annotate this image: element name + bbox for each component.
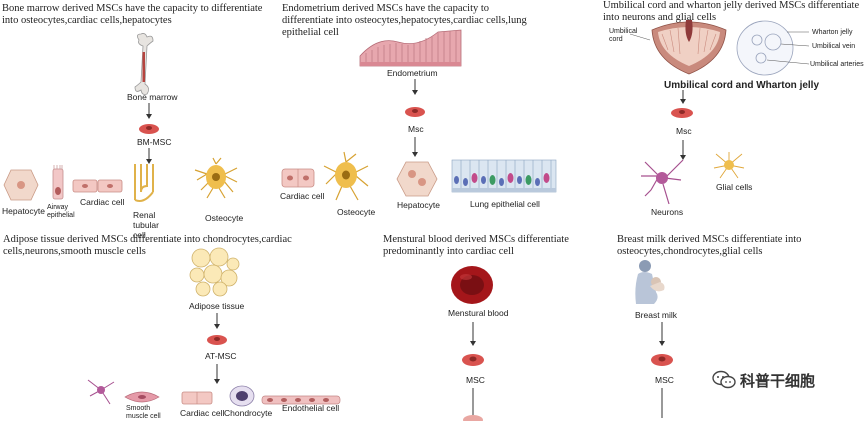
bm-osteocyte-cell <box>194 157 238 199</box>
menstrual-label: Menstural blood <box>448 308 509 318</box>
glial-label: Glial cells <box>716 182 753 192</box>
bone-marrow-heading: Bone marrow derived MSCs have the capaci… <box>2 3 263 26</box>
bm-renal-label: Renal tubular cell <box>133 210 159 240</box>
bm-airway-label: Airway epithelial <box>47 204 75 219</box>
adipose-label: Adipose tissue <box>189 301 245 311</box>
lung-epithelial-label: Lung epithelial cell <box>470 199 540 209</box>
wharton-jelly-icon <box>736 20 810 76</box>
endo-msc-cell <box>405 107 425 117</box>
neuron-cell <box>641 159 684 205</box>
endo-osteocyte-label: Osteocyte <box>337 207 376 217</box>
endometrium-heading: Endometrium derived MSCs have the capaci… <box>282 3 527 38</box>
breast-milk-heading: Breast milk derived MSCs differentiate i… <box>617 234 802 257</box>
adi-msc-label: AT-MSC <box>205 351 237 361</box>
bm-osteocyte-label: Osteocyte <box>205 213 244 223</box>
endothelial-label: Endothelial cell <box>282 403 340 413</box>
endometrium-label: Endometrium <box>387 68 438 78</box>
men-msc-cell <box>462 354 484 366</box>
men-msc-label: MSC <box>466 375 485 385</box>
umbilical-source-label: Umbilical cord and Wharton jelly <box>664 80 820 91</box>
umb-msc-label: Msc <box>676 126 692 136</box>
arrow-endo-2 <box>412 137 418 157</box>
men-next-cell-partial <box>463 415 483 421</box>
adipose-heading: Adipose tissue derived MSCs differentiat… <box>3 234 292 257</box>
breast-milk-icon <box>635 260 665 304</box>
umbilical-heading: Umbilical cord and wharton jelly derived… <box>603 0 860 23</box>
adipose-tissue-icon <box>189 247 240 297</box>
menstrual-heading: Menstural blood derived MSCs differentia… <box>383 234 569 257</box>
bmk-msc-label: MSC <box>655 375 674 385</box>
hepatocyte-cell <box>3 169 39 201</box>
lung-epithelial-cells <box>451 159 557 193</box>
arrow-men-1 <box>470 322 476 346</box>
endo-cardiac-cell <box>281 168 315 188</box>
airway-epithelial-cell <box>52 165 64 200</box>
bone-marrow-label: Bone marrow <box>127 92 178 102</box>
endo-msc-label: Msc <box>408 124 424 134</box>
watermark-text: 科普干细胞 <box>740 372 816 390</box>
arrow-umb-1 <box>680 90 686 104</box>
endo-hepatocyte-label: Hepatocyte <box>397 200 440 210</box>
arrow-bmk-1 <box>659 322 665 346</box>
arrow-bm-1 <box>146 103 152 119</box>
umbilical-cord-icon <box>651 20 727 75</box>
bm-cardiac-cell <box>72 179 123 193</box>
arrow-umb-2 <box>680 140 686 160</box>
inset-umbilical-arteries-label: Umbilical arteries <box>810 61 864 68</box>
arrow-bm-2 <box>146 148 152 164</box>
endothelial-cells <box>261 395 341 405</box>
bmk-msc-cell <box>651 354 673 366</box>
endo-cardiac-label: Cardiac cell <box>280 191 325 201</box>
arrow-adi-2 <box>214 364 220 384</box>
wechat-icon <box>712 370 736 389</box>
adi-cardiac-cell <box>181 391 213 405</box>
bm-cardiac-label: Cardiac cell <box>80 197 125 207</box>
breast-milk-label: Breast milk <box>635 310 678 320</box>
umbilical-leader-lines <box>629 33 651 41</box>
smooth-muscle-cell <box>124 391 160 403</box>
arrow-endo-1 <box>412 79 418 95</box>
blood-cell-icon <box>451 266 493 304</box>
arrow-bmk-2 <box>661 388 663 418</box>
glial-cell <box>713 152 745 179</box>
renal-tubular-cell <box>134 164 154 202</box>
endo-osteocyte-cell <box>323 151 369 201</box>
endo-hepatocyte-cell <box>396 161 438 197</box>
inset-umbilical-vein-label: Umbilical vein <box>812 43 856 50</box>
chondrocyte-cell <box>229 385 255 407</box>
bm-hepatocyte-label: Hepatocyte <box>2 206 45 216</box>
umb-msc-cell <box>671 108 693 118</box>
endometrium-tissue-icon <box>359 29 462 67</box>
inset-umbilical-cord-label: Umbilical cord <box>609 28 638 43</box>
arrow-adi-1 <box>214 313 220 329</box>
arrow-men-2 <box>472 388 474 418</box>
adi-msc-cell <box>207 335 227 345</box>
bm-msc-label: BM-MSC <box>137 137 172 147</box>
adi-cardiac-label: Cardiac cell <box>180 408 225 418</box>
adi-neuron-cell <box>87 379 115 405</box>
inset-wharton-jelly-label: Wharton jelly <box>812 29 853 36</box>
bm-msc-cell <box>139 124 159 134</box>
neurons-label: Neurons <box>651 207 684 217</box>
bone-marrow-icon <box>134 33 154 95</box>
chondrocyte-label: Chondrocyte <box>224 408 273 418</box>
smooth-muscle-label: Smooth muscle cell <box>126 405 161 420</box>
